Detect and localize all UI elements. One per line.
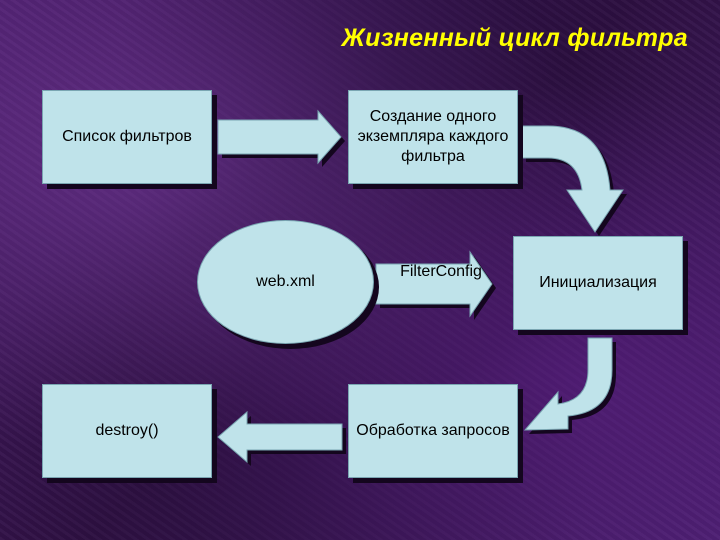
arrow-init-to-processing [523, 337, 613, 431]
node-destroy: destroy() [42, 384, 212, 478]
arrow-webxml-to-init [375, 250, 493, 318]
node-create-instance: Создание одного экземпляра каждого фильт… [348, 90, 518, 184]
edge-label-filter-config: FilterConfig [400, 263, 482, 280]
node-filter-list: Список фильтров [42, 90, 212, 184]
arrow-list-to-create [217, 109, 342, 165]
page-title: Жизненный цикл фильтра [341, 24, 688, 52]
node-request-processing: Обработка запросов [348, 384, 518, 478]
arrow-processing-to-destroy [217, 410, 343, 464]
node-web-xml: web.xml [197, 220, 374, 344]
arrow-create-to-init [521, 125, 624, 233]
node-initialization: Инициализация [513, 236, 683, 330]
